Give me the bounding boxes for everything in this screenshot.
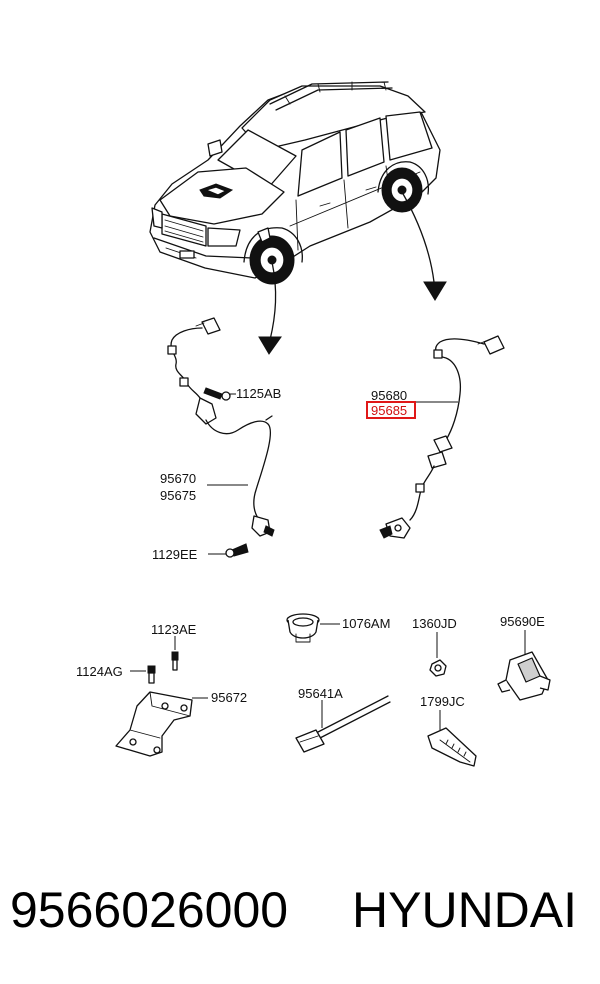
clip-1799JC — [427, 727, 477, 767]
highlight-box — [366, 401, 416, 419]
label-95675: 95675 — [160, 488, 196, 503]
label-1124AG: 1124AG — [76, 664, 123, 679]
grommet-1076AM — [286, 613, 320, 643]
rear-wheel-speed-sensor — [379, 335, 505, 539]
label-1360JD: 1360JD — [412, 616, 457, 631]
part-number: 9566026000 — [10, 882, 289, 938]
arrow-rear — [401, 191, 447, 301]
label-1125AB: 1125AB — [236, 386, 281, 401]
label-1076AM: 1076AM — [342, 616, 390, 631]
label-95685: 95685 — [371, 403, 407, 418]
label-95641A: 95641A — [298, 686, 343, 701]
label-1129EE: 1129EE — [152, 547, 198, 562]
label-1123AE: 1123AE — [151, 622, 197, 637]
nut-1360JD — [429, 659, 447, 677]
front-wheel-speed-sensor — [167, 317, 275, 558]
vehicle-illustration — [149, 81, 441, 285]
label-95670: 95670 — [160, 471, 196, 486]
bracket-95672 — [115, 651, 193, 757]
cable-95641A — [295, 695, 391, 753]
brand-name: HYUNDAI — [352, 882, 578, 938]
arrow-front — [258, 261, 282, 355]
label-95680: 95680 — [371, 388, 407, 403]
label-95672: 95672 — [211, 690, 247, 705]
label-1799JC: 1799JC — [420, 694, 465, 709]
label-95690E: 95690E — [500, 614, 545, 629]
sensor-module-95690E — [497, 651, 551, 701]
